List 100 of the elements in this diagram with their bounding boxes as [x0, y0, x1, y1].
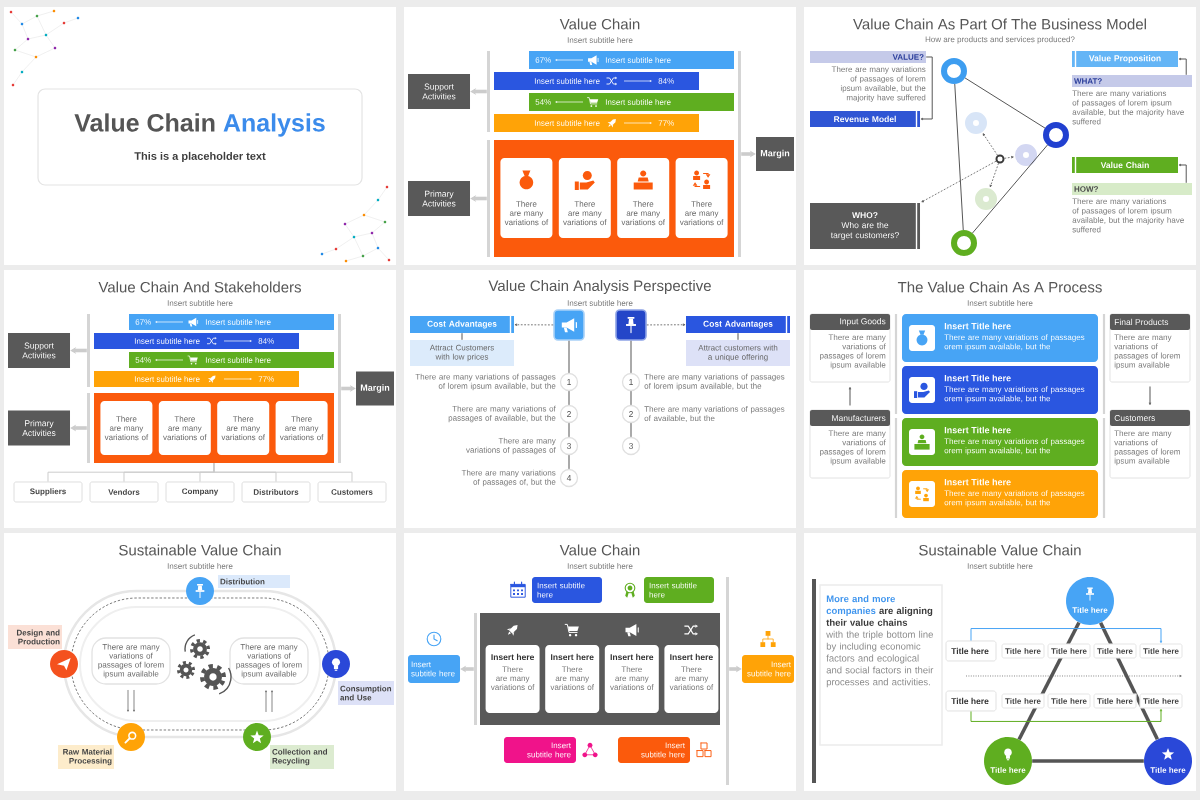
process-bar: Insert Title here There are many variations of passages orem ipsum available, but the — [902, 418, 1098, 466]
label-box: Distributors — [241, 481, 311, 503]
process-bar: Insert Title here There are many variations of passages orem ipsum available, but the — [902, 314, 1098, 362]
label-box: Margin — [356, 371, 394, 406]
title-box: Title here — [1139, 643, 1183, 659]
dashed-arrow — [514, 323, 554, 326]
label-box: Company — [165, 481, 235, 503]
connector-line — [630, 390, 632, 406]
text-card: Insert here There are many variations of — [604, 645, 659, 713]
title-box: Title here — [1047, 643, 1091, 659]
node-label: 77% — [658, 120, 674, 126]
label-box: Cost Advantages — [686, 315, 790, 334]
description-text: There are many variations of passages of lorem ipsum available, but the — [644, 373, 785, 391]
color-bar: 54% Insert subtitle here — [129, 352, 334, 368]
heading-bar: Input Goods — [810, 314, 890, 330]
slide-title: Value Chain And Stakeholders — [98, 281, 301, 293]
description-text: There are many variations of passages of — [466, 437, 556, 455]
connector-line — [630, 422, 632, 438]
connector-line — [568, 340, 570, 374]
slide-title: The Value Chain As A Process — [897, 281, 1102, 293]
color-bar: 67% Insert subtitle here — [529, 51, 734, 69]
node-label: 84% — [658, 78, 674, 84]
slide-title: Value Chain Analysis — [74, 113, 325, 137]
label-band: Distribution — [218, 575, 290, 588]
megaphone-icon — [553, 309, 585, 341]
slide-subtitle: Insert subtitle here — [567, 37, 633, 43]
process-bar: Insert Title here There are many variations of passages orem ipsum available, but the — [902, 470, 1098, 518]
bracket-line — [474, 613, 477, 725]
ring — [1043, 122, 1069, 148]
connector-line — [964, 77, 1046, 129]
connector-line — [630, 340, 632, 374]
node-label: Insert subtitle here — [134, 376, 200, 382]
arrow — [970, 628, 1163, 644]
text-card: There are many variations of — [500, 158, 553, 238]
connector-line — [568, 422, 570, 438]
color-bar: 54% Insert subtitle here — [529, 93, 734, 111]
label-band: Raw Material Processing — [58, 745, 114, 769]
node-label: Insert subtitle here — [534, 120, 600, 126]
title-box: Title here — [1139, 693, 1183, 709]
description-text: There are many variations of passages of lorem ipsum available, but the — [415, 373, 556, 391]
ring — [951, 230, 977, 256]
arrow — [1178, 57, 1187, 76]
slide-subtitle: How are products and services produced? — [925, 36, 1075, 44]
label-box: Support Activities — [8, 333, 70, 368]
dashed-arrow — [646, 323, 686, 326]
arrow — [848, 386, 852, 406]
pin-icon — [615, 309, 647, 341]
description-text: There are many variations of passages of available, but the — [448, 405, 556, 423]
dashed-arrow — [921, 160, 997, 203]
connector-line — [737, 332, 739, 341]
label-box: Insert subtitle here — [618, 737, 690, 763]
label-box: Insert subtitle here — [644, 577, 714, 603]
connector-line — [971, 144, 1049, 234]
title-box: Title here — [945, 690, 997, 712]
slide-title: Value Chain — [559, 544, 640, 556]
connector-line — [954, 83, 964, 231]
ring — [995, 154, 1005, 164]
node-label: 77% — [258, 376, 274, 382]
connector-line — [213, 462, 353, 483]
heading-bar: Manufacturers — [810, 410, 890, 426]
node-label: Insert subtitle here — [134, 338, 200, 344]
text-card: There are many variations of — [558, 158, 611, 238]
slide-title: Value Chain Analysis Perspective — [488, 280, 711, 294]
slide-subtitle: Insert subtitle here — [567, 563, 633, 569]
header-band: VALUE? — [810, 51, 926, 63]
node-label: Insert subtitle here — [605, 57, 671, 63]
text-card: Insert here There are many variations of — [485, 645, 540, 713]
note-box: Attract customers with a unique offering — [686, 340, 790, 366]
label-band: Design and Production — [8, 625, 62, 649]
process-bar: Insert Title here There are many variations of passages orem ipsum available, but the — [902, 366, 1098, 414]
bracket-line — [87, 314, 90, 387]
color-bar: Insert subtitle here 77% — [94, 371, 299, 387]
bracket-line — [87, 393, 90, 463]
color-bar: Insert subtitle here 84% — [94, 333, 299, 349]
label-box: Primary Activities — [408, 181, 470, 216]
text-card: More and more companies are aligning their value chains with the triple bottom line by including economic factors and ecological and social factors in their processes and activities. — [819, 584, 943, 746]
slide-title: Sustainable Value Chain — [919, 544, 1081, 556]
text-pill: There are many variations of passages of lorem ipsum available — [91, 637, 171, 685]
label-box: Insert subtitle here — [742, 655, 794, 683]
description-text: There are many variations of passages of lorem ipsum available, but the majority have suffered — [1072, 198, 1184, 233]
title-box: Title here — [1001, 643, 1045, 659]
heading-bar: Final Products — [1110, 314, 1190, 330]
header-band: WHAT? — [1072, 75, 1192, 87]
label-box: Customers — [317, 481, 387, 503]
title-box: Title here — [1093, 643, 1137, 659]
note-box: Attract Customers with low prices — [410, 340, 514, 366]
label-box: Primary Activities — [8, 410, 70, 446]
node-label: 67% — [535, 57, 551, 63]
arrow — [970, 708, 1163, 722]
ring — [941, 58, 967, 84]
node-label: 67% — [135, 319, 151, 325]
arrow — [1148, 386, 1152, 406]
slide-subtitle: Insert subtitle here — [967, 563, 1033, 569]
color-bar: Insert subtitle here 77% — [494, 114, 699, 132]
description-text: There are many variations of passages of, but the — [461, 469, 556, 487]
bracket-line — [338, 314, 341, 463]
text-pill: There are many variations of passages of lorem ipsum available — [229, 637, 309, 685]
header-band: HOW? — [1072, 183, 1192, 195]
text-card: There are many variations of — [617, 158, 670, 238]
bracket-line — [487, 51, 490, 132]
